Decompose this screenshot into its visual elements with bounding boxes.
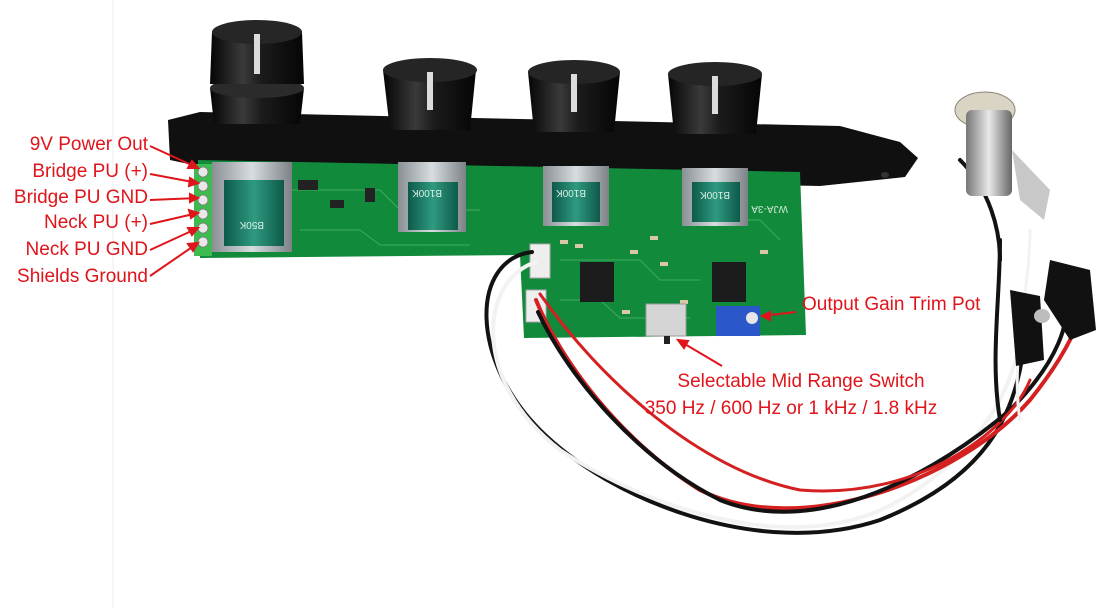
label-shields-ground: Shields Ground [17, 266, 148, 287]
board-silkscreen: WJA-3A [751, 203, 788, 214]
label-output-gain-trim-pot: Output Gain Trim Pot [802, 294, 981, 315]
label-bridge-pu-pos: Bridge PU (+) [32, 161, 148, 182]
label-bridge-pu-gnd: Bridge PU GND [13, 187, 148, 208]
label-9v-power-out: 9V Power Out [29, 134, 148, 155]
mid-switch-icon [645, 303, 687, 344]
ic-chip-1 [580, 262, 614, 302]
label-mid-switch-title: Selectable Mid Range Switch [677, 371, 925, 392]
connector-a [529, 243, 551, 279]
output-jack-icon [954, 91, 1050, 220]
ic-chip-2 [712, 262, 746, 302]
pot-body-1 [212, 162, 292, 252]
pot-marking: B100K [412, 187, 442, 198]
faceplate-screw-hole [881, 172, 889, 178]
trim-pot-icon [716, 306, 760, 336]
knob-mid [528, 60, 620, 132]
label-mid-switch-freqs: 350 Hz / 600 Hz or 1 kHz / 1.8 kHz [644, 398, 938, 419]
knob-bass [383, 58, 477, 130]
label-neck-pu-gnd: Neck PU GND [25, 239, 148, 260]
knob-treble [668, 62, 762, 134]
pot-body-3 [543, 166, 609, 226]
battery-clip-icon [1010, 260, 1096, 366]
pot-marking: B100K [556, 187, 586, 198]
wire-harness [484, 158, 1087, 535]
pot-marking: B50K [239, 219, 264, 230]
label-neck-pu-pos: Neck PU (+) [44, 212, 148, 233]
pot-body-4 [682, 168, 748, 226]
pot-marking: B100K [700, 189, 730, 200]
terminal-block [194, 164, 212, 256]
pot-body-2 [398, 162, 466, 232]
pcb-board [198, 160, 806, 338]
annotation-arrows [149, 145, 797, 367]
knob-volume [210, 20, 304, 124]
